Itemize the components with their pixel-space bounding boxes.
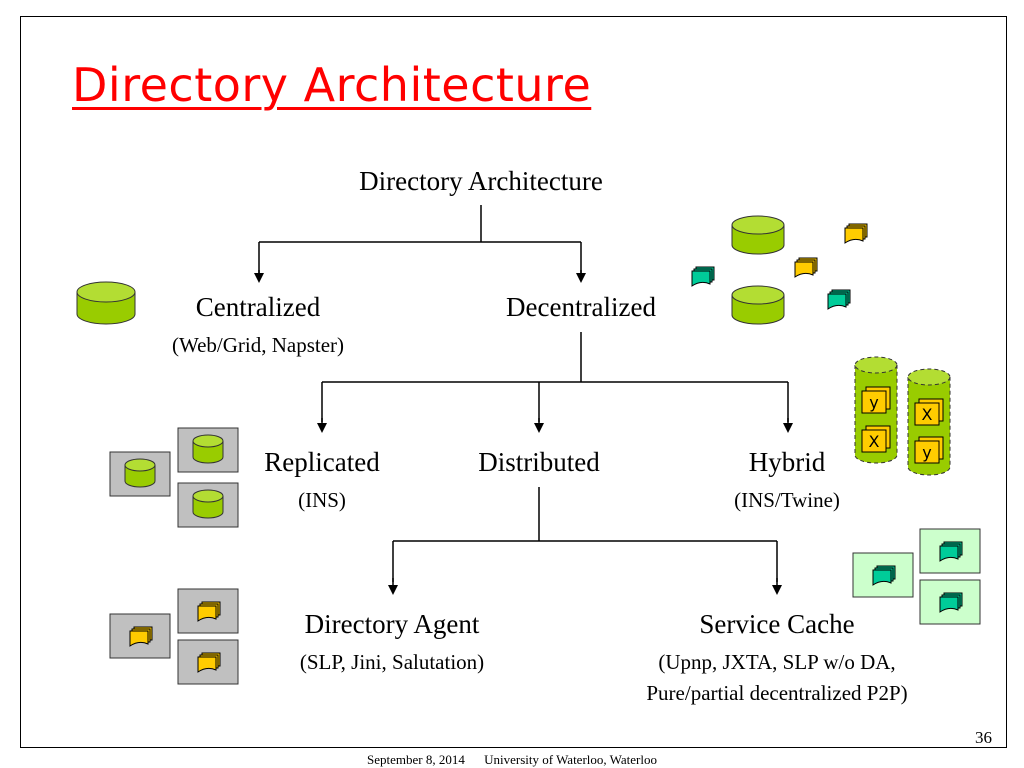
document-icon: [844, 223, 868, 244]
footer: September 8, 2014 University of Waterloo…: [0, 752, 1024, 768]
document-icon: [691, 266, 715, 287]
hybrid-examples: (INS/Twine): [734, 488, 840, 512]
replicated-label: Replicated: [264, 447, 380, 477]
replicated-examples: (INS): [298, 488, 346, 512]
directory-agent-examples: (SLP, Jini, Salutation): [299, 650, 485, 674]
service-cache-nodes-icon: [852, 528, 981, 625]
database-icon: [124, 458, 156, 488]
replicated-servers-icon: [109, 427, 239, 528]
slide-frame: [20, 16, 1007, 748]
slide-title: Directory Architecture: [72, 58, 592, 112]
root-branch-connector: [258, 205, 582, 276]
distributed-label: Distributed: [478, 447, 600, 477]
database-icon: [731, 215, 785, 255]
hybrid-cluster-icon: y X X y: [854, 356, 951, 476]
decentralized-cluster-icon: [691, 215, 868, 325]
root-node-label: Directory Architecture: [359, 166, 603, 196]
service-cache-label: Service Cache: [699, 609, 855, 639]
database-icon: [76, 281, 136, 325]
hybrid-doc-labels: y X X y: [861, 386, 944, 464]
directory-agent-servers-icon: [109, 588, 239, 685]
document-icon: [794, 257, 818, 278]
hybrid-label-4: y: [922, 443, 931, 462]
footer-date: September 8, 2014: [367, 752, 465, 767]
footer-org: University of Waterloo, Waterloo: [484, 752, 657, 767]
service-cache-examples-line1: (Upnp, JXTA, SLP w/o DA,: [658, 650, 896, 674]
decentralized-branch-connector: [321, 332, 789, 422]
service-cache-examples-line2: Pure/partial decentralized P2P): [646, 681, 908, 705]
database-icon: [192, 434, 224, 464]
hybrid-label: Hybrid: [748, 447, 826, 477]
distributed-branch-connector: [392, 487, 778, 582]
document-icon: [827, 289, 851, 310]
tree-connectors: [254, 205, 793, 595]
hybrid-label-3: X: [869, 432, 880, 451]
page-number: 36: [975, 728, 992, 747]
hybrid-label-2: X: [922, 405, 933, 424]
hybrid-label-1: y: [869, 393, 878, 412]
centralized-examples: (Web/Grid, Napster): [171, 333, 345, 357]
database-icon: [192, 489, 224, 519]
directory-agent-label: Directory Agent: [304, 609, 480, 639]
centralized-label: Centralized: [195, 292, 321, 322]
database-icon: [731, 285, 785, 325]
decentralized-label: Decentralized: [506, 292, 656, 322]
